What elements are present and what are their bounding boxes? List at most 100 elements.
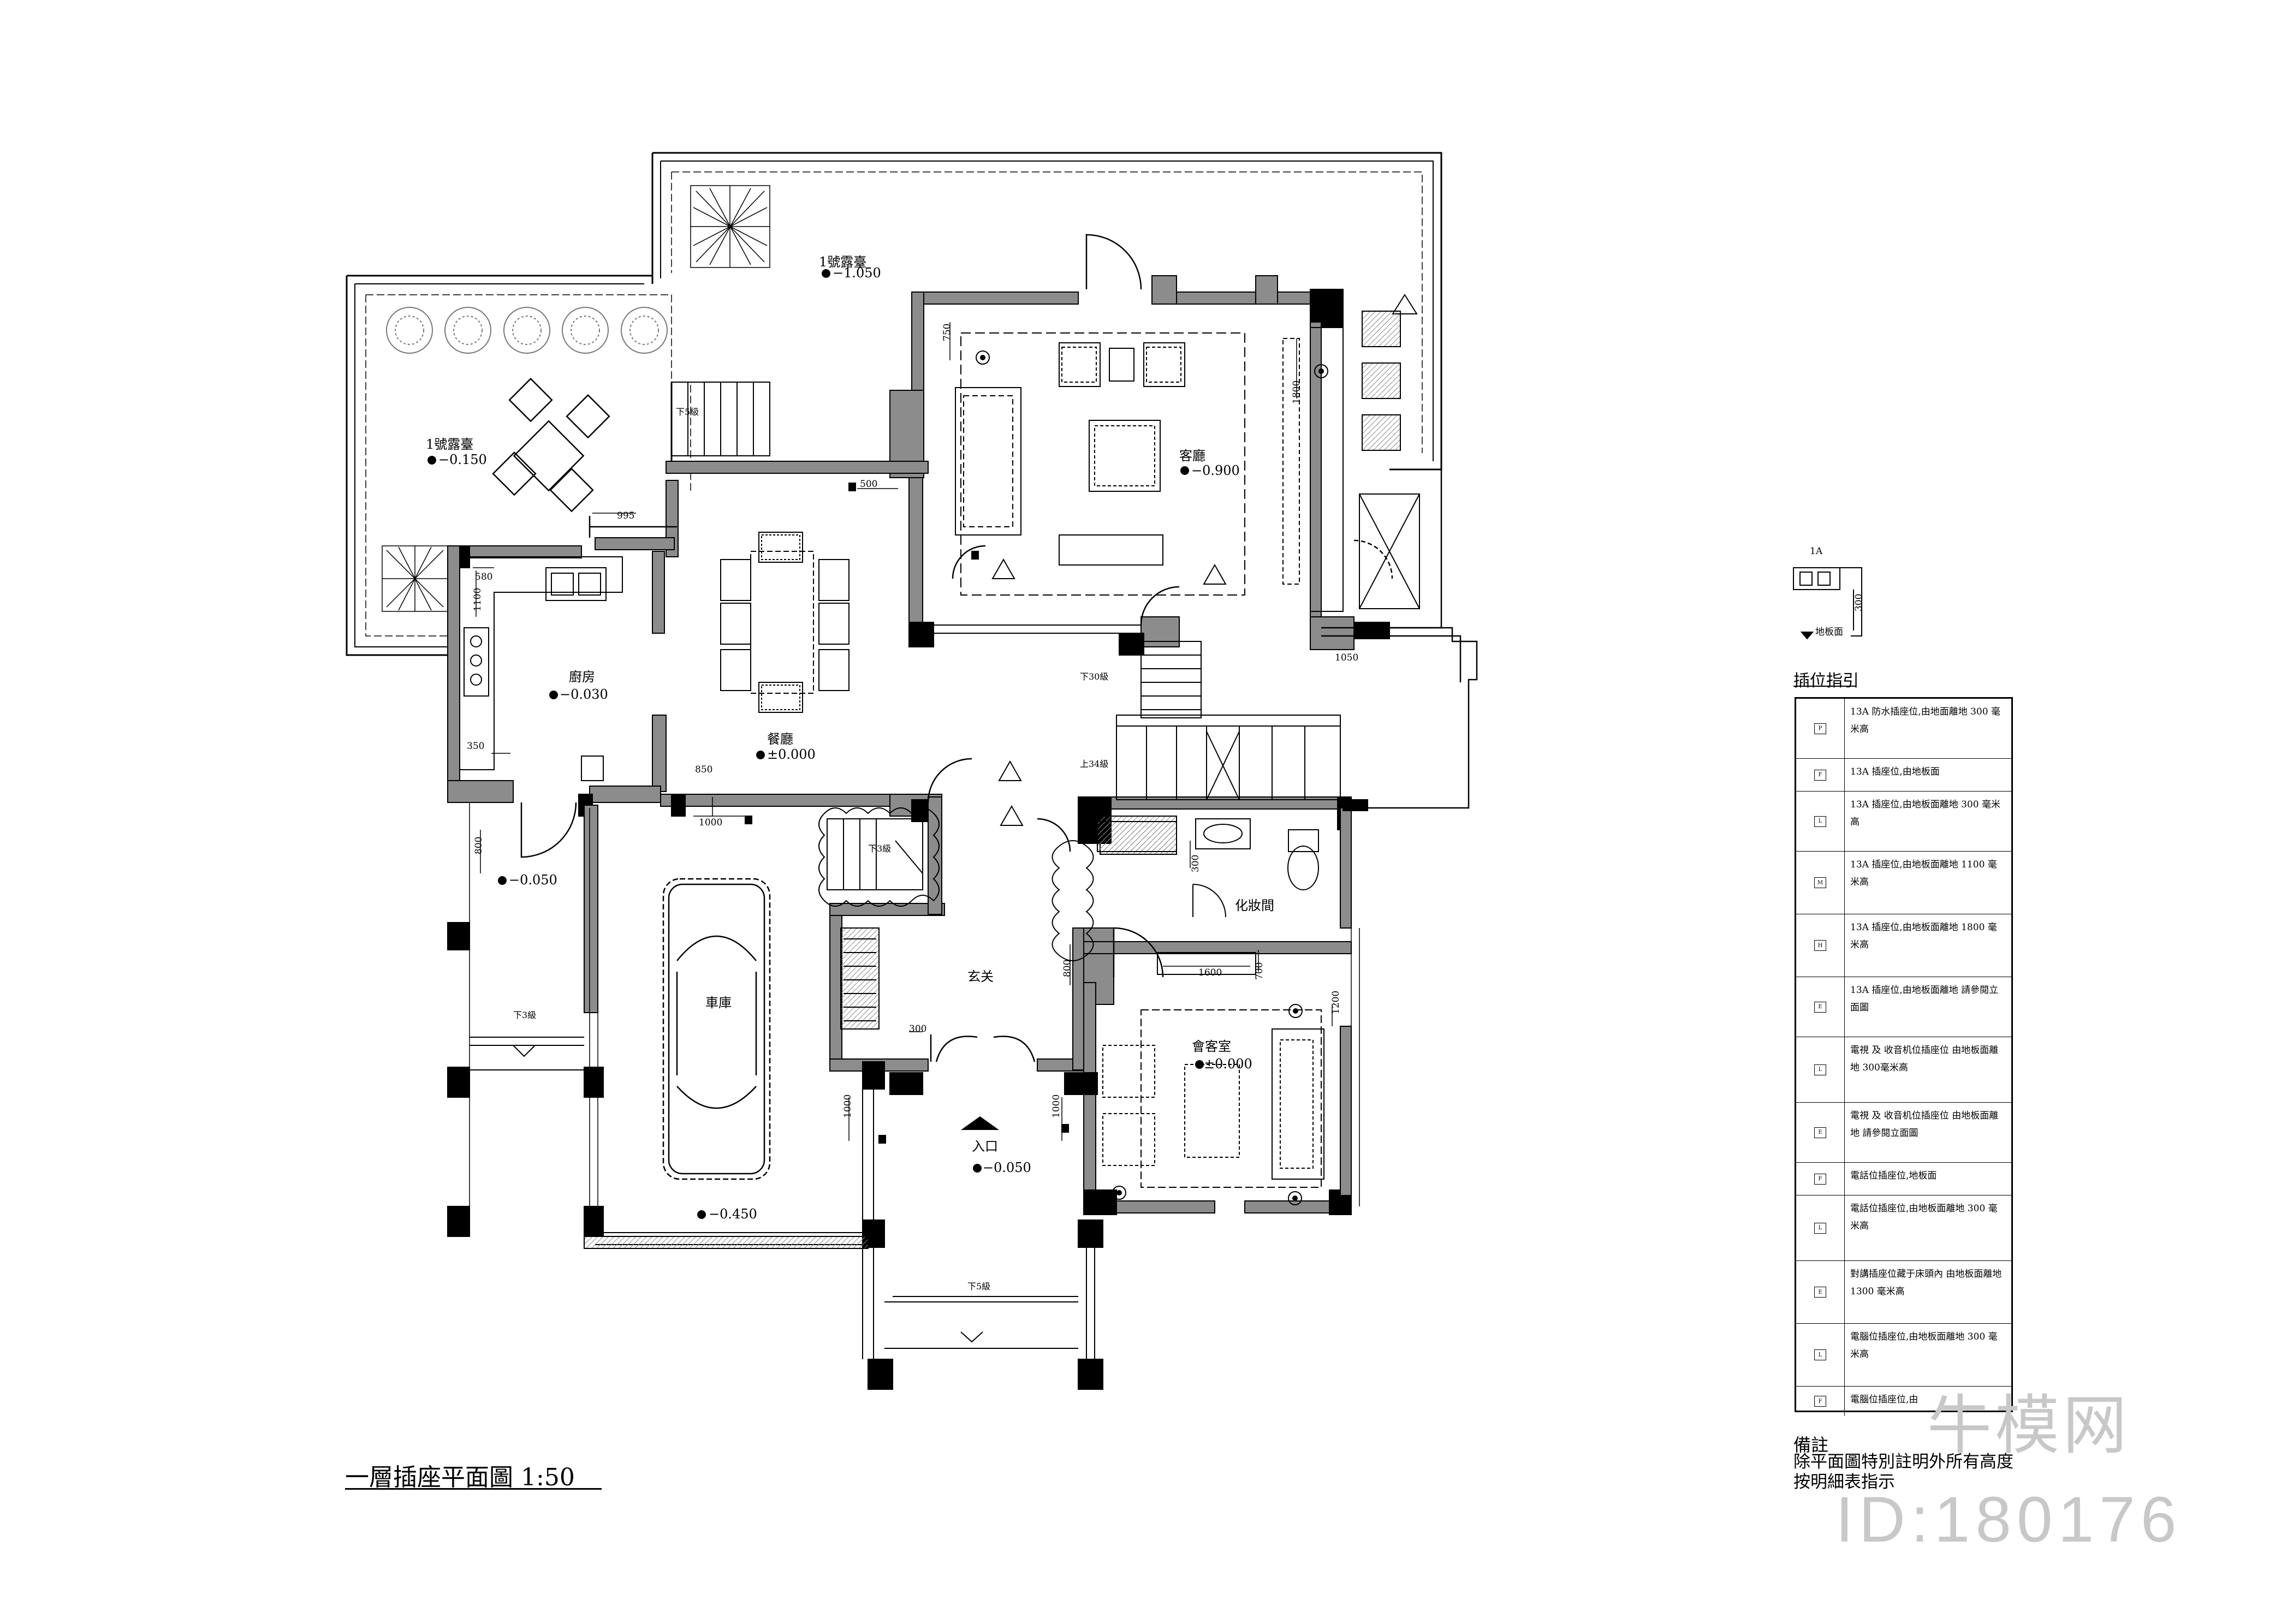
- watermark-id: ID:180176: [1835, 1484, 2182, 1556]
- garage-band: [584, 1236, 869, 1249]
- legend-symbol: E: [1796, 1261, 1845, 1323]
- legend-text: 電視 及 收音机位插座位 由地板面離地 300毫米高: [1850, 1045, 1999, 1074]
- legend-text: 13A 插座位,由地板面離地 1800 毫米高: [1850, 922, 1997, 951]
- coat-rack: [1097, 821, 1177, 852]
- legend-mark: E: [1814, 1001, 1826, 1013]
- kitchen-counter: [460, 556, 623, 781]
- outline-lines: [469, 469, 1478, 1359]
- legend-mark: L: [1814, 1349, 1826, 1360]
- porch-left-level: −0.050: [509, 872, 557, 888]
- powder-name: 化妝間: [1235, 898, 1274, 913]
- detail-top-mark: 1A: [1810, 546, 1823, 557]
- legend-row: E 對講插座位藏于床頭內 由地板面離地1300 毫米高: [1796, 1261, 2011, 1324]
- dim-300b: 300: [1190, 855, 1201, 872]
- outdoor-table-set: [492, 378, 610, 513]
- legend-symbol: L: [1796, 1324, 1845, 1386]
- legend-text: 電話位插座位,由地板面離地 300 毫米高: [1850, 1203, 1998, 1232]
- legend-row: F 13A 插座位,由地板面: [1796, 759, 2011, 792]
- dining-name: 餐廳: [767, 731, 793, 747]
- dim-350: 350: [467, 741, 484, 752]
- dim-800: 800: [473, 837, 484, 854]
- detail-dim: 300: [1854, 594, 1864, 611]
- stair-s1-graphic: [670, 382, 770, 467]
- legend-row: M 13A 插座位,由地板面離地 1100 毫米高: [1796, 852, 2011, 914]
- guest-name: 會客室: [1192, 1039, 1231, 1054]
- legend-row: L 電腦位插座位,由地板面離地 300 毫米高: [1796, 1324, 2011, 1387]
- legend-mark: L: [1814, 1222, 1826, 1234]
- doors: [520, 234, 1393, 1062]
- legend-text: 電腦位插座位,由: [1850, 1394, 1918, 1405]
- section-markers: [991, 294, 1418, 826]
- dim-700: 700: [1254, 962, 1265, 980]
- legend-symbol: M: [1796, 852, 1845, 914]
- legend-text: 13A 插座位,由地板面離地 1100 毫米高: [1850, 859, 1997, 888]
- garage-level: −0.450: [709, 1206, 757, 1222]
- porch-left-steps: [470, 1037, 584, 1070]
- dim-580: 580: [475, 572, 492, 582]
- legend-row: H 13A 插座位,由地板面離地 1800 毫米高: [1796, 914, 2011, 977]
- shrubs-row: [386, 307, 668, 354]
- kitchen-level: −0.030: [560, 687, 608, 702]
- car: [662, 878, 771, 1180]
- legend-mark: F: [1814, 1173, 1826, 1185]
- stair-s5-label: 下3級: [513, 1010, 536, 1020]
- legend-text: 對講插座位藏于床頭內 由地板面離地1300 毫米高: [1850, 1269, 2002, 1298]
- legend-mark: F: [1814, 1396, 1826, 1407]
- legend-mark: M: [1814, 877, 1826, 888]
- legend-row: P 13A 防水插座位,由地面離地 300 毫米高: [1796, 699, 2011, 759]
- legend-symbol: F: [1796, 1387, 1845, 1416]
- legend-mark: L: [1814, 816, 1826, 827]
- notes-body: 除平面圖特別註明外所有高度按明細表指示: [1793, 1452, 2013, 1492]
- legend-symbol: E: [1796, 1103, 1845, 1162]
- drawing-title-text: 一層插座平面圖: [345, 1464, 513, 1491]
- stair-s3-label: 上34級: [1080, 759, 1108, 769]
- legend-mark: F: [1814, 769, 1826, 781]
- cloud-outlines: [818, 807, 1094, 961]
- detail-floor-label: 地板面: [1815, 627, 1843, 638]
- stair-s1-label: 下5級: [676, 407, 699, 417]
- legend-text: 電腦位插座位,由地板面離地 300 毫米高: [1850, 1331, 1998, 1360]
- stair-s2-label: 下30級: [1080, 671, 1108, 682]
- legend-row: F 電話位插座位,地板面: [1796, 1163, 2011, 1195]
- bottom-steps: [893, 1296, 1078, 1349]
- dining-set: [720, 532, 850, 713]
- legend-text: 電視 及 收音机位插座位 由地板面離地 請參閱立面圖: [1850, 1110, 1999, 1139]
- legend-symbol: L: [1796, 792, 1845, 851]
- legend-symbol: F: [1796, 1163, 1845, 1195]
- outlet-detail: [1793, 567, 1862, 640]
- dim-1050: 1050: [1335, 652, 1358, 663]
- plant-top: [690, 185, 770, 268]
- living-level: −0.900: [1191, 463, 1240, 478]
- terrace-left-name: 1號露臺: [426, 437, 473, 452]
- dim-1800: 1800: [1291, 380, 1302, 404]
- legend-symbol: E: [1796, 977, 1845, 1037]
- main-stair: [1116, 641, 1341, 800]
- legend-mark: H: [1814, 940, 1826, 951]
- garage-name: 車庫: [705, 995, 732, 1010]
- legend-mark: P: [1814, 723, 1826, 734]
- legend-mark: E: [1814, 1287, 1826, 1298]
- legend-symbol: H: [1796, 914, 1845, 977]
- legend-symbol: L: [1796, 1037, 1845, 1102]
- guest-level: ±0.000: [1204, 1056, 1252, 1072]
- legend-symbol: F: [1796, 759, 1845, 791]
- dim-750: 750: [942, 324, 953, 341]
- closet: [840, 927, 880, 1030]
- legend-row: L 13A 插座位,由地板面離地 300 毫米高: [1796, 792, 2011, 852]
- terrace-top-name: 1號露臺: [819, 254, 866, 270]
- terrace-top: [651, 152, 1442, 471]
- legend-row: L 電話位插座位,由地板面離地 300 毫米高: [1796, 1195, 2011, 1261]
- legend-text: 13A 插座位,由地板面離地 請參閱立面圖: [1850, 985, 1999, 1014]
- legend-table: P 13A 防水插座位,由地面離地 300 毫米高 F 13A 插座位,由地板面…: [1795, 697, 2013, 1416]
- dim-850: 850: [695, 764, 712, 775]
- legend-mark: E: [1814, 1127, 1826, 1138]
- outlet-symbols: [745, 350, 1328, 1205]
- legend-text: 13A 插座位,由地板面: [1850, 766, 1940, 777]
- stair-s6-label: 下5級: [967, 1281, 990, 1292]
- legend-row: E 電視 及 收音机位插座位 由地板面離地 請參閱立面圖: [1796, 1103, 2011, 1163]
- dining-level: ±0.000: [767, 747, 816, 762]
- legend-title: 插位指引: [1793, 671, 1859, 691]
- drawing-title: 一層插座平面圖 1:50: [345, 1458, 575, 1492]
